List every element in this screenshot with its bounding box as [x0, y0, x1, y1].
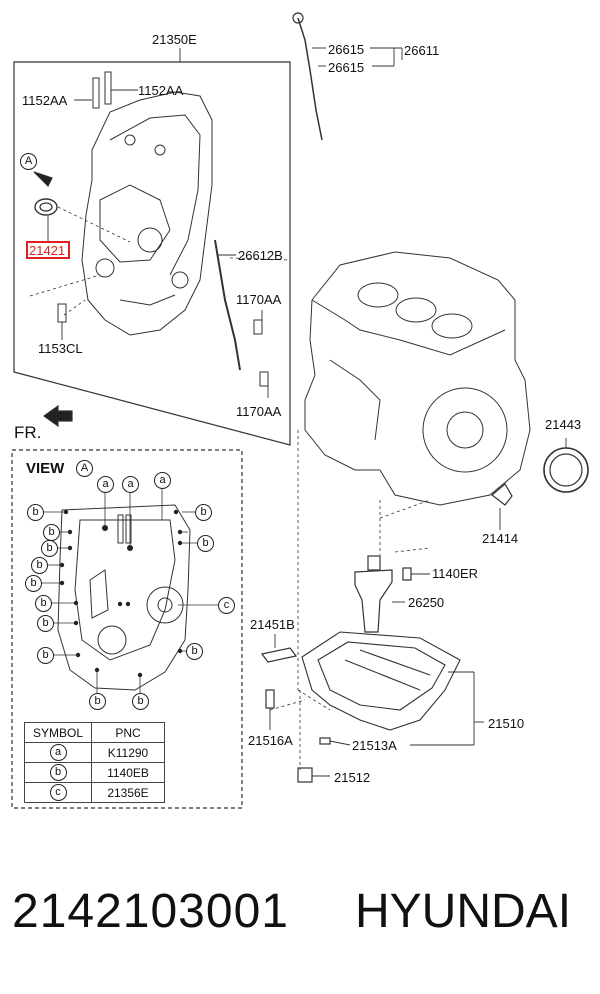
footer-brand: HYUNDAI — [355, 885, 572, 938]
symbol-a-1: a — [97, 476, 114, 493]
view-a-marker: A — [20, 153, 37, 170]
table-symbol-b: b — [49, 764, 67, 781]
view-a-box — [11, 449, 243, 809]
label-26615-top: 26615 — [328, 42, 365, 57]
label-26615-bottom: 26615 — [328, 60, 365, 75]
table-symbol-c: c — [49, 784, 67, 801]
view-a-title-letter: A — [76, 460, 93, 477]
symbol-b-1: b — [27, 504, 44, 521]
label-21443: 21443 — [545, 417, 582, 432]
highlight-box — [26, 241, 70, 259]
dipstick-tube — [214, 239, 241, 371]
table-header-symbol: SYMBOL — [24, 722, 92, 743]
label-1170aa-top: 1170AA — [236, 292, 282, 307]
label-26612b: 26612B — [238, 248, 283, 263]
symbol-b-4: b — [41, 540, 58, 557]
footer-part-number: 2142103001 — [12, 885, 289, 938]
symbol-b-10: b — [37, 647, 54, 664]
label-21350e: 21350E — [152, 32, 197, 47]
oil-pan-drawing — [301, 631, 461, 731]
table-pnc: 1140EB — [91, 762, 165, 783]
label-21513a: 21513A — [352, 738, 397, 753]
symbol-b-6: b — [31, 557, 48, 574]
table-row: b 1140EB — [24, 762, 165, 783]
label-1170aa-bottom: 1170AA — [236, 404, 282, 419]
table-pnc: K11290 — [91, 742, 165, 763]
symbol-a-2: a — [122, 476, 139, 493]
timing-cover-drawing — [81, 91, 213, 336]
label-26611: 26611 — [404, 43, 440, 58]
label-21421: 21421 — [29, 243, 66, 258]
symbol-c-1: c — [218, 597, 235, 614]
view-a-title: VIEW — [26, 460, 65, 477]
label-21510: 21510 — [488, 716, 525, 731]
table-symbol-a: a — [49, 744, 67, 761]
label-1140er: 1140ER — [432, 566, 479, 581]
symbol-b-12: b — [89, 693, 106, 710]
symbol-b-2: b — [195, 504, 212, 521]
label-21451b: 21451B — [250, 617, 295, 632]
label-1152aa-left: 1152AA — [22, 93, 68, 108]
label-fr: FR. — [14, 423, 42, 442]
label-26250: 26250 — [408, 595, 445, 610]
symbol-b-3: b — [43, 524, 60, 541]
symbol-b-5: b — [197, 535, 214, 552]
table-pnc: 21356E — [91, 782, 165, 803]
view-a-cover-drawing — [57, 504, 191, 691]
engine-block-drawing — [304, 251, 531, 506]
symbol-b-8: b — [35, 595, 52, 612]
table-row: c 21356E — [24, 782, 165, 803]
label-1152aa-right: 1152AA — [138, 83, 184, 98]
label-21512: 21512 — [334, 770, 371, 785]
symbol-a-3: a — [154, 472, 171, 489]
label-21414: 21414 — [482, 531, 519, 546]
label-21516a: 21516A — [248, 733, 293, 748]
table-header-pnc: PNC — [91, 722, 165, 743]
symbol-b-9: b — [37, 615, 54, 632]
symbol-b-13: b — [132, 693, 149, 710]
timing-cover-callout-box — [13, 61, 291, 446]
front-arrow-icon — [42, 404, 73, 428]
stud-1152aa — [92, 71, 112, 109]
symbol-b-11: b — [186, 643, 203, 660]
symbol-b-7: b — [25, 575, 42, 592]
dipstick — [297, 17, 323, 141]
oil-seal-21421 — [34, 198, 58, 216]
label-1153cl: 1153CL — [38, 341, 83, 356]
table-row: a K11290 — [24, 742, 165, 763]
oil-strainer — [354, 569, 393, 633]
symbol-table: SYMBOL PNC a K11290 b 1140EB c 21356E — [24, 722, 165, 803]
